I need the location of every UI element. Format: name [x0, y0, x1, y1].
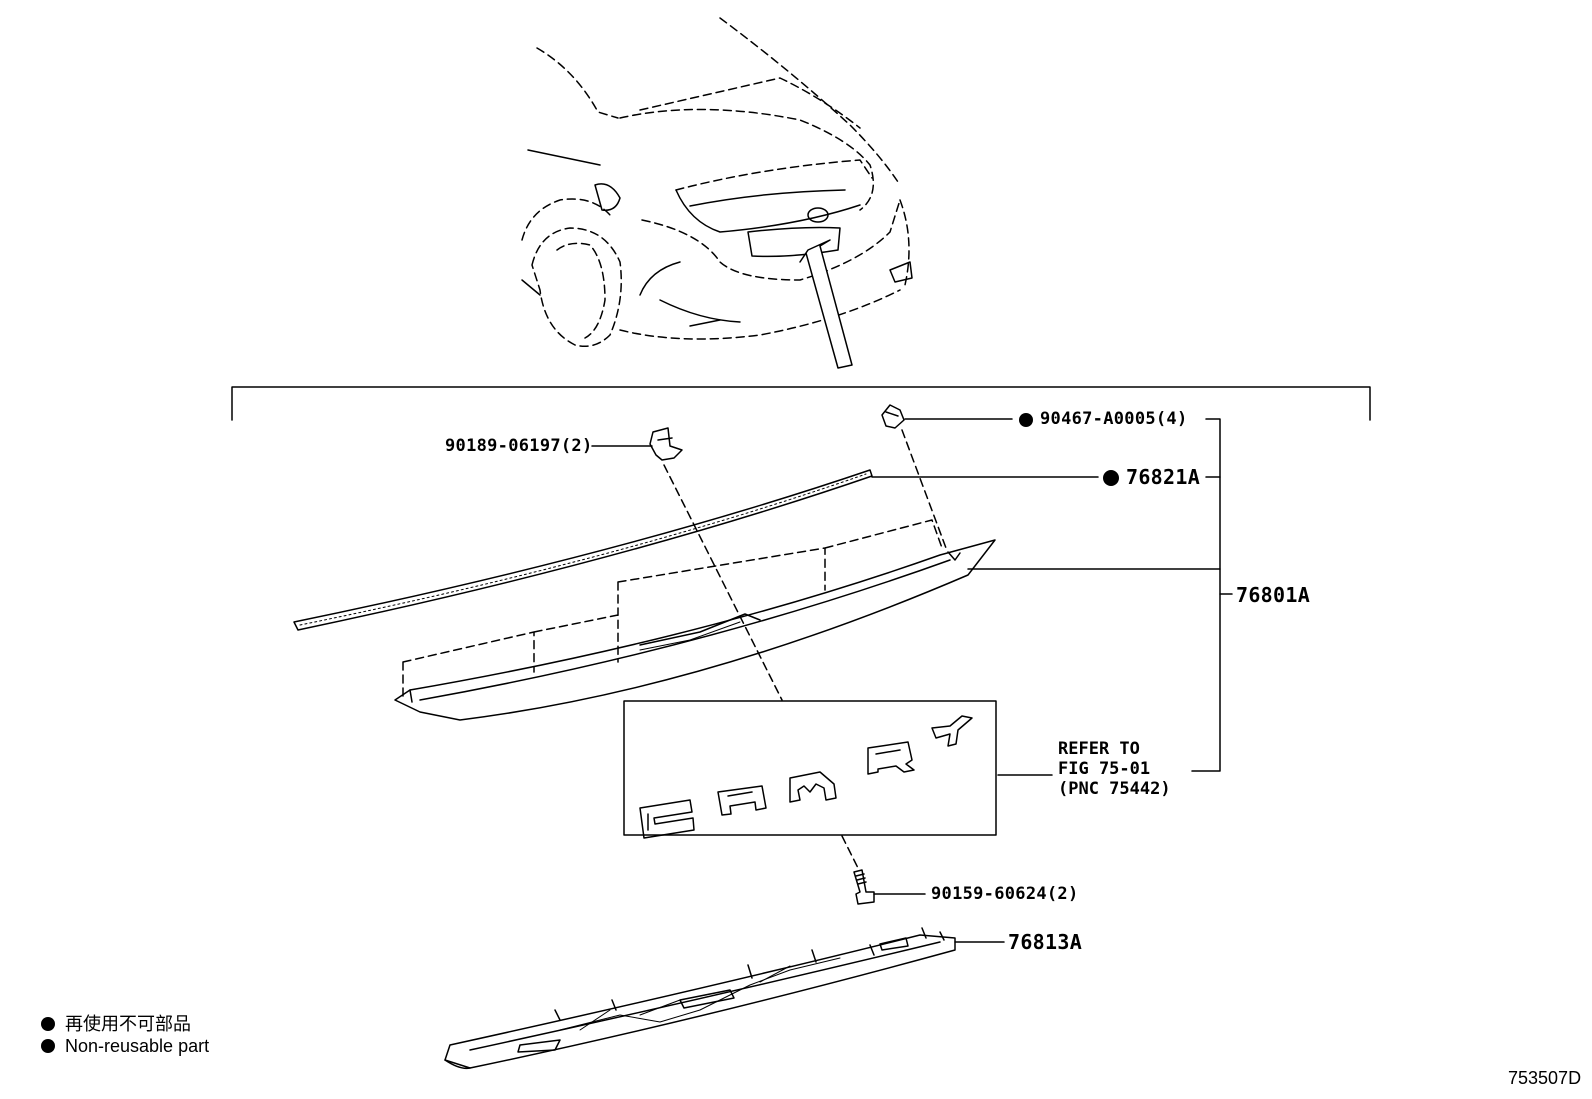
figure-id: 753507D [1508, 1068, 1582, 1088]
luggage-garnish [394, 519, 996, 721]
non-reusable-marker [1019, 413, 1033, 427]
reference-line-3: (PNC 75442) [1058, 779, 1171, 799]
camry-emblem-letters [639, 715, 973, 839]
part-label-90467: 90467-A0005(4) [1040, 409, 1188, 429]
part-label-76801: 76801A [1236, 583, 1311, 607]
non-reusable-dot-icon [41, 1039, 55, 1053]
lower-cover [444, 927, 956, 1070]
molding-strip [293, 469, 873, 631]
legend-jp-text: 再使用不可部品 [65, 1014, 191, 1034]
legend-en: Non-reusable part [41, 1036, 209, 1057]
emblem-reference-box [623, 700, 997, 836]
clip-90467 [881, 404, 905, 429]
legend-en-text: Non-reusable part [65, 1036, 210, 1056]
reference-line-2: FIG 75-01 [1058, 759, 1151, 779]
non-reusable-dot-icon [41, 1017, 55, 1031]
legend-jp: 再使用不可部品 [41, 1010, 191, 1036]
part-label-90189: 90189-06197(2) [445, 436, 593, 456]
part-label-76813: 76813A [1008, 930, 1083, 954]
reference-line-1: REFER TO [1058, 739, 1140, 759]
part-label-76821: 76821A [1126, 465, 1201, 489]
car-rear-illustration [521, 17, 913, 369]
clip-90189 [649, 427, 683, 461]
assembly-bracket [231, 386, 1371, 421]
screw-90159 [853, 869, 875, 905]
part-label-90159: 90159-60624(2) [931, 884, 1079, 904]
non-reusable-marker [1103, 470, 1119, 486]
